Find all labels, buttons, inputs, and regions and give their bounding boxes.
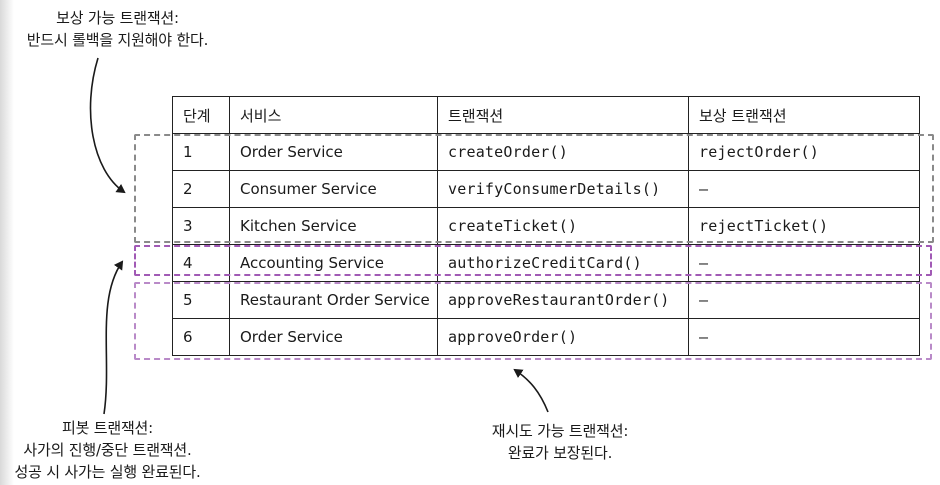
pivot-arrow <box>103 260 124 415</box>
table-row: 6 Order Service approveOrder() – <box>172 318 920 356</box>
transaction-cell: createTicket() <box>437 207 689 245</box>
pivot-note-desc-2: 성공 시 사가는 실행 완료된다. <box>14 463 201 481</box>
transaction-cell: createOrder() <box>437 133 689 171</box>
compensation-cell: – <box>688 170 920 208</box>
retriable-group-box <box>134 282 932 360</box>
service-cell: Consumer Service <box>229 170 438 208</box>
retriable-note: 재시도 가능 트랜잭션: 완료가 보장된다. <box>460 420 660 464</box>
transaction-cell: approveRestaurantOrder() <box>437 281 689 319</box>
service-cell: Kitchen Service <box>229 207 438 245</box>
compensatable-note: 보상 가능 트랜잭션: 반드시 롤백을 지원해야 한다. <box>10 7 225 51</box>
compensatable-arrow <box>89 57 126 194</box>
table-row: 2 Consumer Service verifyConsumerDetails… <box>172 170 920 208</box>
table-row: 1 Order Service createOrder() rejectOrde… <box>172 133 920 171</box>
compensation-cell: – <box>688 318 920 356</box>
saga-steps-table: 단계 서비스 트랜잭션 보상 트랜잭션 1 Order Service crea… <box>172 96 920 356</box>
table-row: 5 Restaurant Order Service approveRestau… <box>172 281 920 319</box>
step-cell: 3 <box>172 207 230 245</box>
pivot-note-desc-1: 사가의 진행/중단 트랜잭션. <box>23 441 192 459</box>
table-header-row: 단계 서비스 트랜잭션 보상 트랜잭션 <box>172 96 920 134</box>
compensation-cell: rejectTicket() <box>688 207 920 245</box>
pivot-note-title: 피봇 트랜잭션: <box>61 419 154 437</box>
page-edge-shadow <box>0 0 14 485</box>
step-cell: 1 <box>172 133 230 171</box>
retriable-arrow <box>513 368 549 413</box>
compensatable-group-box <box>134 134 934 243</box>
header-compensation: 보상 트랜잭션 <box>688 96 920 134</box>
transaction-cell: approveOrder() <box>437 318 689 356</box>
compensatable-note-title: 보상 가능 트랜잭션: <box>56 9 179 27</box>
compensatable-note-desc: 반드시 롤백을 지원해야 한다. <box>26 31 209 49</box>
pivot-note: 피봇 트랜잭션: 사가의 진행/중단 트랜잭션. 성공 시 사가는 실행 완료된… <box>0 417 215 483</box>
pivot-group-box <box>134 245 932 276</box>
table-row: 3 Kitchen Service createTicket() rejectT… <box>172 207 920 245</box>
transaction-cell: verifyConsumerDetails() <box>437 170 689 208</box>
retriable-note-desc: 완료가 보장된다. <box>507 444 613 462</box>
service-cell: Order Service <box>229 133 438 171</box>
step-cell: 6 <box>172 318 230 356</box>
header-service: 서비스 <box>229 96 438 134</box>
retriable-note-title: 재시도 가능 트랜잭션: <box>491 422 629 440</box>
